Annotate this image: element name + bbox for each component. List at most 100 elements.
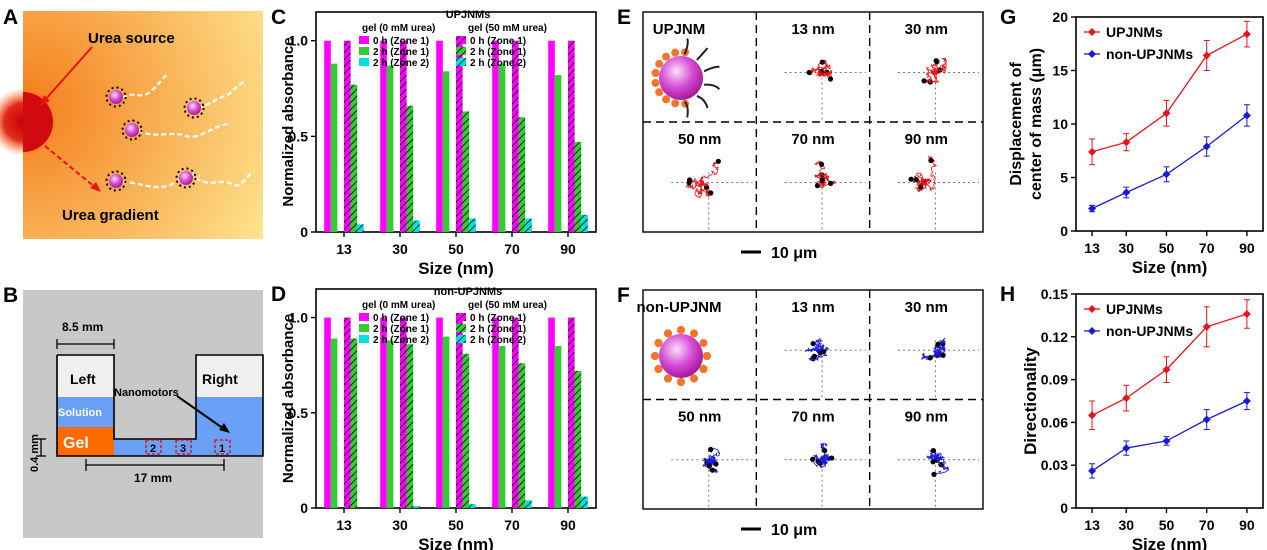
y-axis-label: Directionality [1021,347,1040,455]
legend-header: gel (50 mM urea) [468,300,547,311]
bar [357,224,364,232]
x-tick-label: 30 [1118,240,1134,256]
bar [462,353,470,508]
bar [498,63,506,232]
bar [400,317,407,508]
enzyme-dot [651,69,660,78]
trajectory-endpoint [934,59,940,65]
data-point [1242,397,1251,405]
trajectory-endpoint [818,161,825,167]
enzyme-dot [690,329,698,338]
bar [344,317,351,508]
source-arrowhead [40,95,50,106]
trajectory [809,66,823,76]
data-point [1088,204,1097,213]
legend-entry: 2 h (Zone 2) [373,335,429,346]
chamber-outline [56,354,264,457]
data-point [1162,170,1171,179]
legend-swatch [456,58,466,66]
bar [574,370,582,508]
bar [380,40,387,233]
bar [581,496,588,508]
x-tick-label: 50 [1159,517,1175,533]
legend-marker [1088,50,1096,58]
nanomotor-icons [105,86,205,192]
gradient-arrow [44,145,97,189]
x-axis-label: Size (nm) [418,535,494,550]
legend-entry: 2 h (Zone 1) [470,324,526,335]
legend-entry: 0 h (Zone 1) [470,36,526,47]
trajectory [814,172,832,185]
urea-gradient-label: Urea gradient [62,207,159,224]
data-point [1122,394,1131,403]
trajectory-endpoint [703,184,710,190]
legend-entry: 2 h (Zone 2) [373,58,429,69]
bar [492,317,499,508]
legend-title: non-UPJNMs [434,286,502,298]
data-point [1242,309,1251,318]
cell-label: 70 nm [791,131,834,148]
y-axis-label: Normalized absorbance [280,314,297,483]
legend-entry: non-UPJNMs [1106,46,1193,62]
x-tick-label: 13 [1084,240,1100,256]
trajectory-endpoint [931,471,937,477]
legend-entry: 2 h (Zone 2) [470,58,526,69]
trajectory [688,177,709,188]
trajectory-endpoint [811,353,818,359]
trajectory [819,454,832,464]
enzyme-dot [690,374,698,383]
scale-bar-label: 10 μm [771,522,817,539]
data-point [1242,111,1251,120]
left-label: Left [70,371,96,387]
panel-a-illustration: Urea source Urea gradient [0,11,263,239]
data-point [1088,411,1097,420]
x-tick-label: 13 [336,517,352,533]
y-tick-label: 1.0 [289,33,309,49]
trajectory-endpoint [819,177,825,183]
trajectory-endpoint [927,355,934,361]
cell-label: 90 nm [905,131,948,148]
trajectory [811,455,828,467]
bar [324,317,331,508]
legend-header: gel (0 mM urea) [362,300,435,311]
cell-label: UPJNM [653,21,706,38]
enzyme-dot [664,374,672,383]
polymer-brush [703,83,721,90]
enzyme-dot [662,95,671,104]
y-tick-label: 15 [1052,63,1068,79]
left-solution [57,397,114,427]
urea-source-label: Urea source [88,30,175,47]
bar [512,317,519,508]
legend-title: UPJNMs [446,9,491,21]
bar [469,218,476,232]
x-tick-label: 90 [560,517,576,533]
y-tick-label: 10 [1052,116,1068,132]
enzyme-dot [654,339,663,347]
x-tick-label: 70 [1199,240,1215,256]
panel-letter-d: D [271,283,286,306]
cell-label: 50 nm [678,409,721,426]
x-tick-label: 30 [392,517,408,533]
trajectory [935,58,947,74]
bar [442,336,450,508]
solution-label: Solution [58,407,102,419]
bar [554,75,562,232]
bar [400,40,407,233]
bar [574,142,582,232]
bar [413,506,420,508]
trajectory-endpoint [822,447,828,454]
zone-2-label: 2 [150,443,156,455]
enzyme-dot [699,365,708,373]
nanomotor-sphere [659,334,703,378]
x-tick-label: 50 [448,241,464,257]
trajectory-endpoint [828,180,834,187]
cell-label: 30 nm [905,21,948,38]
cell-label: 13 nm [791,299,834,316]
enzyme-dot [655,59,664,68]
trajectory [813,342,825,354]
x-tick-label: 90 [1239,240,1255,256]
x-tick-label: 70 [1199,517,1215,533]
trajectory-endpoint [829,455,835,461]
